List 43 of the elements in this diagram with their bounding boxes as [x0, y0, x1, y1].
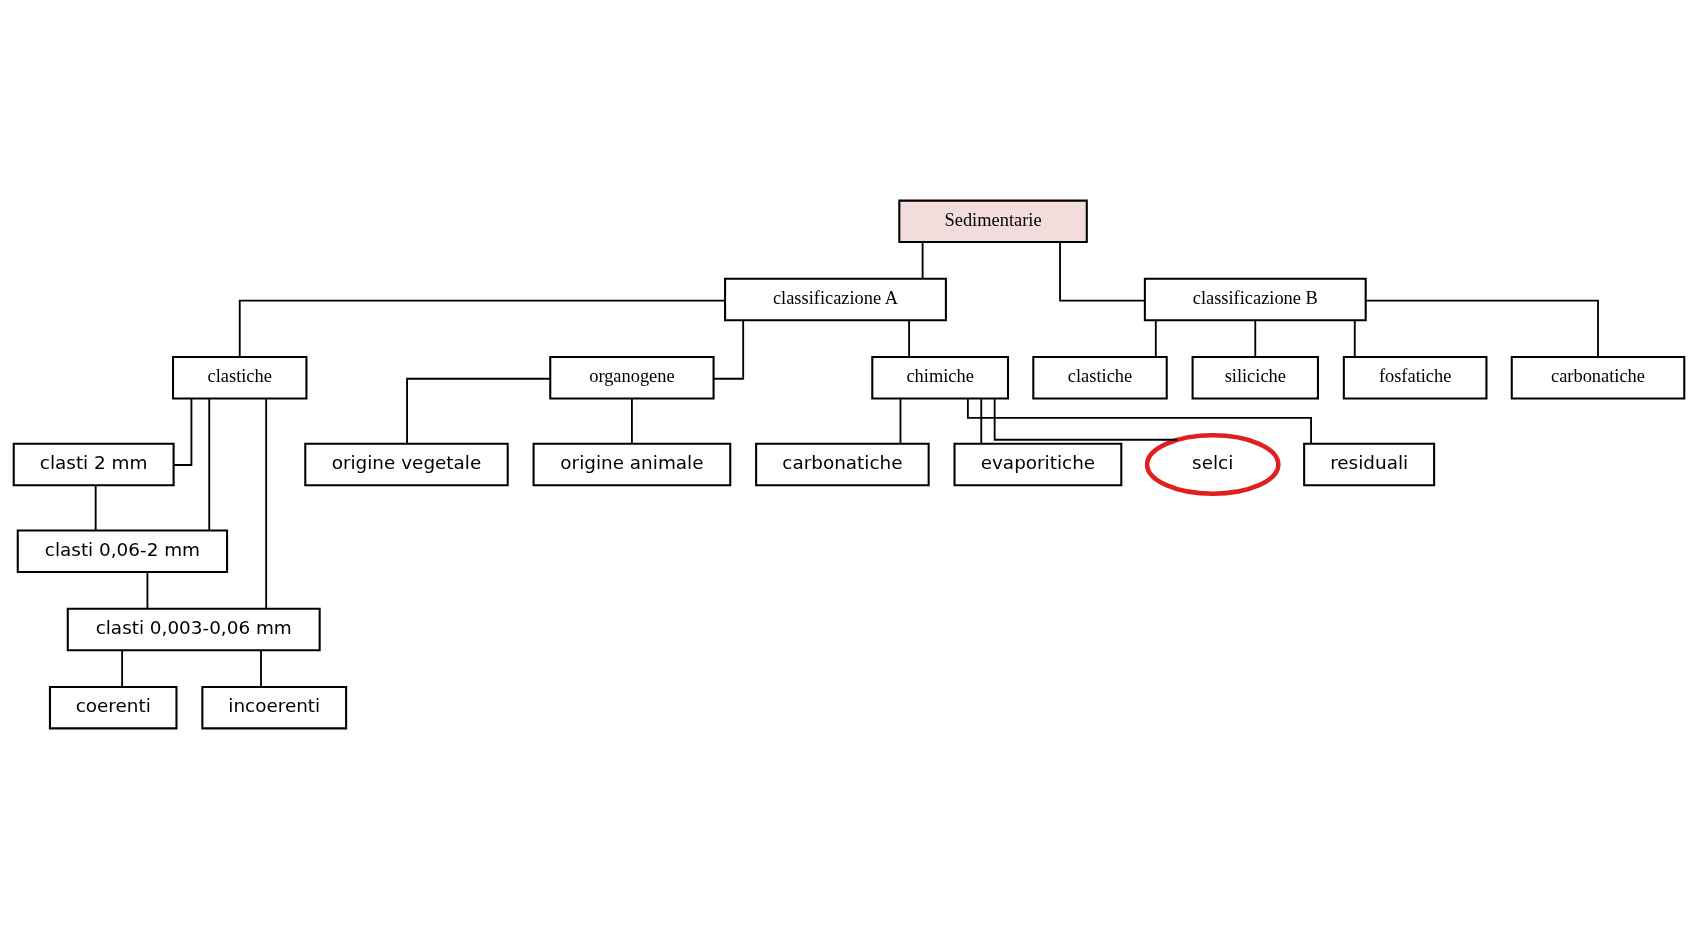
node-box: classificazione B [1143, 277, 1367, 321]
connector [712, 318, 744, 380]
node-box: origine vegetale [303, 442, 509, 486]
connector [1353, 319, 1356, 358]
node-box: clastiche [171, 355, 307, 399]
node-box: fosfatiche [1342, 355, 1487, 399]
connector [966, 397, 1312, 444]
node-box: residuali [1302, 442, 1435, 486]
node-box: carbonatiche [1510, 355, 1685, 399]
connector [1058, 240, 1145, 301]
connector [207, 397, 210, 531]
node-box: incoerenti [200, 685, 347, 729]
node-box: clasti 0,06-2 mm [16, 529, 228, 573]
node-box: clasti 2 mm [12, 442, 175, 486]
connector [146, 570, 148, 609]
node-box: siliciche [1191, 355, 1319, 399]
connector [921, 240, 924, 279]
node-box: carbonatiche [754, 442, 930, 486]
node-box: chimiche [870, 355, 1009, 399]
node-box: classificazione A [723, 277, 947, 321]
node-box: coerenti [48, 685, 177, 729]
node-ellipse: selci [1144, 432, 1281, 496]
node-box: organogene [548, 355, 715, 399]
node-box: clasti 0,003-0,06 mm [66, 607, 321, 651]
node-box: clastiche [1031, 355, 1168, 399]
connector [1364, 299, 1599, 358]
connector [1154, 319, 1157, 358]
connector [238, 299, 726, 358]
node-box: Sedimentarie [897, 199, 1088, 243]
connector [405, 377, 551, 445]
connector [907, 319, 910, 358]
connector [630, 397, 633, 445]
connector [259, 649, 262, 688]
node-box: origine animale [532, 442, 731, 486]
connector [979, 397, 982, 445]
connector [120, 649, 123, 688]
connector [264, 397, 267, 610]
connector [172, 397, 192, 466]
connector [899, 397, 901, 445]
connector [993, 397, 1178, 441]
connector [1253, 319, 1256, 358]
node-box: evaporitiche [953, 442, 1122, 486]
connector [94, 484, 97, 531]
